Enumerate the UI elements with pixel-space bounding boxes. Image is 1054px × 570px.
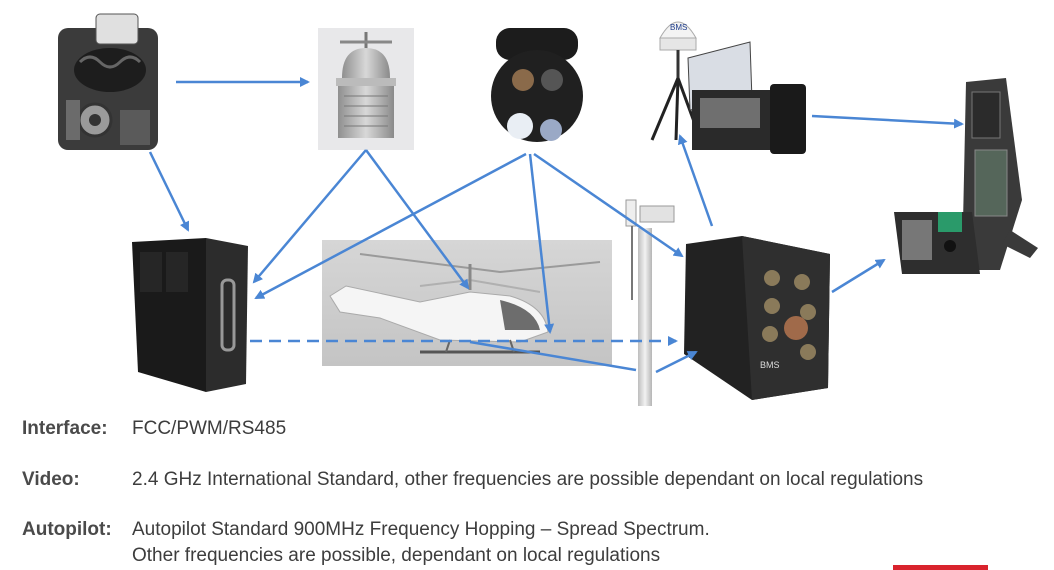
arrow-controller-to-ground-station xyxy=(677,134,714,227)
control-console-icon xyxy=(894,78,1038,274)
arrow-camera-to-radio xyxy=(254,152,527,300)
antenna-mast-icon xyxy=(625,199,675,406)
arrow-mast-to-controller xyxy=(655,350,698,374)
system-diagram: BMS xyxy=(58,13,1038,406)
accent-bar xyxy=(893,565,988,570)
arrow-camera-to-controller xyxy=(533,152,684,258)
arrow-controller-to-console xyxy=(831,258,886,294)
radio-box-icon xyxy=(132,238,248,392)
tracking-antenna-ground-station-icon: BMS xyxy=(650,21,806,154)
spec-interface-value: FCC/PWM/RS485 xyxy=(132,418,287,439)
gimbal-camera-icon xyxy=(491,28,583,142)
spec-video-value: 2.4 GHz International Standard, other fr… xyxy=(132,469,924,490)
spec-autopilot-value-line2: Other frequencies are possible, dependan… xyxy=(132,545,661,566)
spec-autopilot-label: Autopilot: xyxy=(22,519,112,540)
arrow-camera-to-helicopter xyxy=(528,153,555,334)
arrow-engine-to-radio xyxy=(148,151,190,232)
connection-arrows xyxy=(148,77,964,374)
servo-actuator-icon xyxy=(318,28,414,150)
arrow-ground-station-to-console xyxy=(811,114,964,129)
flight-controller-icon: BMS xyxy=(684,236,830,400)
spec-autopilot-value-line1: Autopilot Standard 900MHz Frequency Hopp… xyxy=(132,519,710,540)
arrow-helicopter-to-mast xyxy=(469,340,637,372)
arrow-servo-to-radio xyxy=(252,149,367,284)
controller-logo: BMS xyxy=(760,360,780,370)
ground-station-logo: BMS xyxy=(670,23,687,32)
spec-interface-label: Interface: xyxy=(22,418,108,439)
helicopter-icon xyxy=(322,240,612,366)
spec-video-label: Video: xyxy=(22,469,80,490)
arrow-servo-to-helicopter xyxy=(364,149,470,290)
engine-icon xyxy=(58,13,158,150)
